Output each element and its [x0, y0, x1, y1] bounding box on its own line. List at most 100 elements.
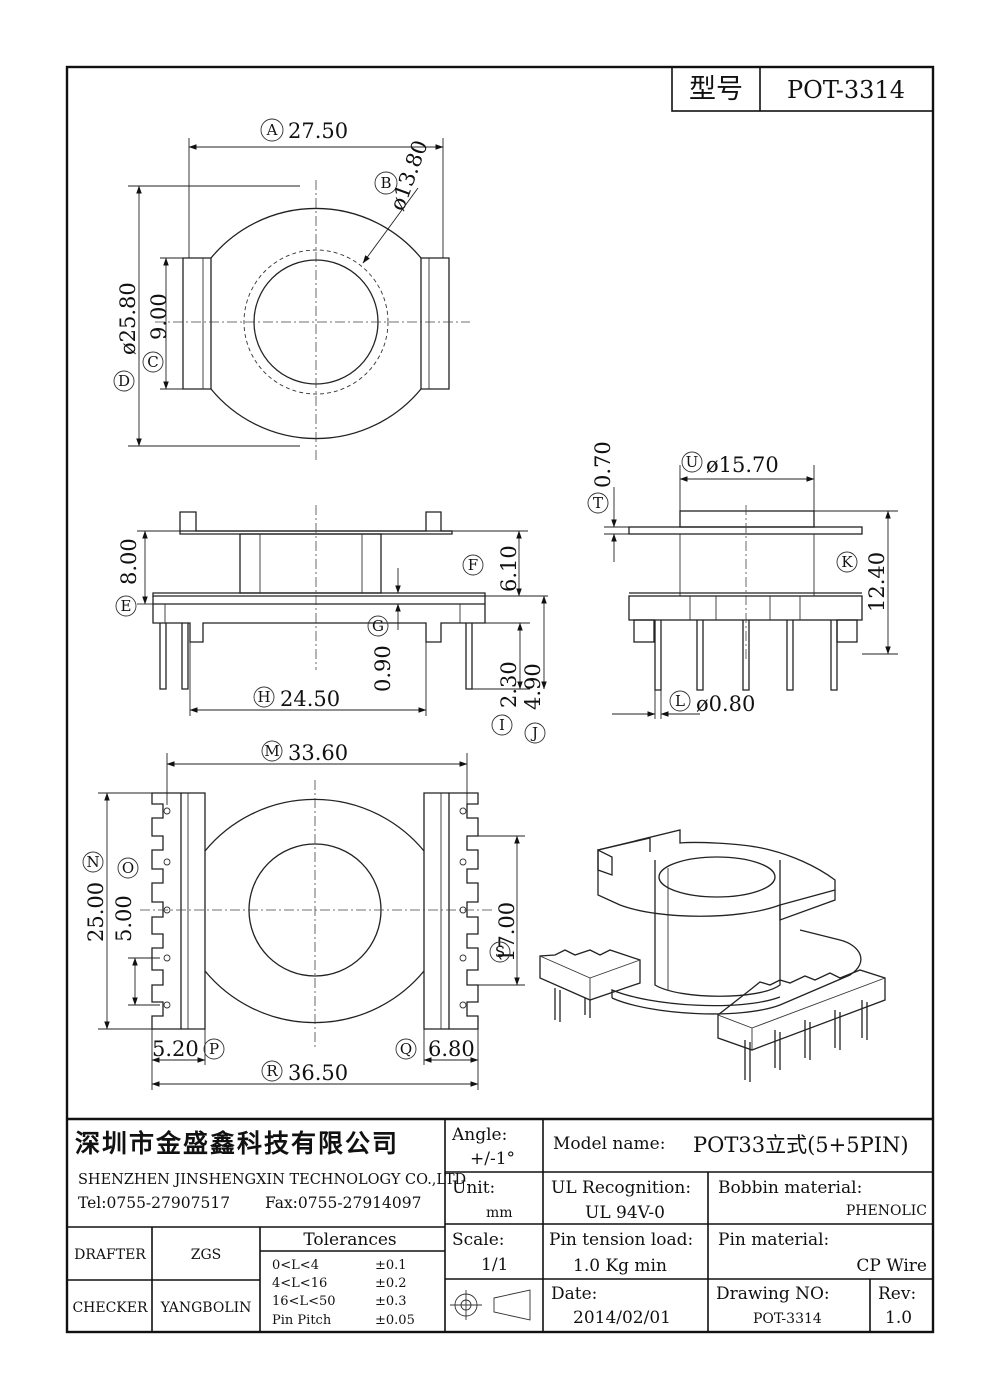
svg-text:G: G [372, 617, 384, 635]
company-fax: Fax:0755-27914097 [265, 1194, 421, 1212]
dim-K: 12.40 [865, 552, 889, 612]
dim-C: 9.00 [147, 293, 171, 340]
callout-E [115, 595, 137, 617]
checker-label: CHECKER [72, 1300, 148, 1316]
callout-B [374, 171, 398, 195]
svg-text:S: S [495, 943, 505, 961]
top-view [155, 138, 470, 460]
svg-text:N: N [86, 853, 99, 871]
scale-value: 1/1 [481, 1255, 508, 1275]
callout-M [261, 740, 283, 762]
tolerance-range: 4<L<16 [272, 1276, 327, 1291]
tolerance-value: ±0.3 [375, 1294, 407, 1309]
svg-text:K: K [841, 553, 853, 571]
dim-B: ø13.80 [385, 137, 432, 214]
isometric-view [539, 829, 886, 1082]
svg-text:T: T [593, 494, 603, 512]
title-block [67, 1117, 933, 1332]
callout-N [82, 851, 104, 873]
svg-text:R: R [266, 1062, 278, 1080]
callout-C [142, 351, 164, 373]
dim-P: 5.20 [152, 1037, 199, 1061]
svg-text:U: U [686, 453, 699, 471]
dim-D: ø25.80 [116, 282, 140, 355]
dim-N: 25.00 [84, 882, 108, 942]
dim-T: 0.70 [591, 441, 615, 488]
dim-J: 4.90 [521, 663, 545, 710]
pin-material-value: CP Wire [856, 1256, 927, 1276]
pin-tension-value: 1.0 Kg min [573, 1256, 667, 1276]
dim-U: ø15.70 [706, 453, 779, 477]
bobbin-material-value: PHENOLIC [846, 1203, 927, 1219]
dim-A: 27.50 [288, 119, 348, 143]
dim-I: 2.30 [497, 661, 521, 708]
ul-value: UL 94V-0 [585, 1203, 665, 1223]
unit-value: mm [486, 1205, 513, 1221]
bottom-view [140, 780, 495, 1050]
rev-value: 1.0 [885, 1308, 912, 1328]
bobbin-material-label: Bobbin material: [718, 1178, 862, 1198]
tolerance-value: ±0.2 [375, 1276, 407, 1291]
callout-G [367, 615, 389, 637]
callout-O [117, 857, 139, 879]
tolerance-range: 16<L<50 [272, 1294, 336, 1309]
drawing-no-label: Drawing NO: [716, 1284, 830, 1304]
svg-text:I: I [499, 716, 505, 734]
tolerance-value: ±0.1 [375, 1258, 407, 1273]
svg-text:L: L [675, 692, 685, 710]
rev-label: Rev: [878, 1284, 916, 1304]
drawing-no-value: POT-3314 [753, 1311, 822, 1327]
projection-symbol-icon [450, 1289, 531, 1321]
svg-text:M: M [264, 742, 279, 760]
callout-R [261, 1060, 283, 1082]
callout-S [489, 941, 511, 963]
svg-text:E: E [121, 597, 132, 615]
unit-label: Unit: [452, 1178, 495, 1198]
svg-text:Q: Q [400, 1040, 412, 1058]
company-tel: Tel:0755-27907517 [78, 1194, 230, 1212]
dim-E: 8.00 [117, 538, 141, 585]
callout-P [203, 1038, 225, 1060]
svg-text:P: P [209, 1040, 219, 1058]
dim-G: 0.90 [371, 645, 395, 692]
callout-A [260, 118, 284, 142]
callout-H [253, 686, 275, 708]
tolerance-value: ±0.05 [375, 1313, 415, 1328]
tolerance-range: Pin Pitch [272, 1313, 332, 1328]
model-header-value: POT-3314 [787, 76, 905, 104]
dim-H: 24.50 [280, 687, 340, 711]
svg-text:J: J [530, 724, 538, 742]
svg-text:H: H [257, 688, 270, 706]
svg-text:O: O [122, 859, 134, 877]
tolerance-range: 0<L<4 [272, 1258, 319, 1273]
callout-L [669, 690, 691, 712]
date-label: Date: [551, 1284, 597, 1304]
callout-K [836, 551, 858, 573]
angle-label: Angle: [451, 1125, 507, 1145]
callout-T [587, 492, 609, 514]
drawing-frame [65, 65, 935, 1334]
dim-Q: 6.80 [428, 1037, 475, 1061]
checker-name: YANGBOLIN [160, 1300, 252, 1316]
callout-U [681, 451, 703, 473]
model-header: 型号 POT-3314 [671, 66, 934, 112]
callout-Q [395, 1038, 417, 1060]
company-name-cn: 深圳市金盛鑫科技有限公司 [75, 1129, 399, 1158]
svg-text:A: A [266, 121, 278, 139]
angle-value: +/-1° [470, 1149, 515, 1169]
date-value: 2014/02/01 [573, 1308, 671, 1328]
scale-label: Scale: [452, 1230, 505, 1250]
svg-text:D: D [118, 372, 130, 390]
drafter-label: DRAFTER [74, 1247, 146, 1263]
tolerances-title: Tolerances [303, 1230, 396, 1250]
dim-S: 17.00 [495, 902, 519, 962]
dim-F: 6.10 [497, 545, 521, 592]
end-view [628, 505, 863, 691]
ul-label: UL Recognition: [551, 1178, 691, 1198]
company-name-en: SHENZHEN JINSHENGXIN TECHNOLOGY CO.,LTD [78, 1172, 466, 1188]
pin-tension-label: Pin tension load: [549, 1230, 693, 1250]
callout-J [524, 722, 546, 744]
dim-R: 36.50 [288, 1061, 348, 1085]
model-name-label: Model name: [553, 1134, 665, 1154]
